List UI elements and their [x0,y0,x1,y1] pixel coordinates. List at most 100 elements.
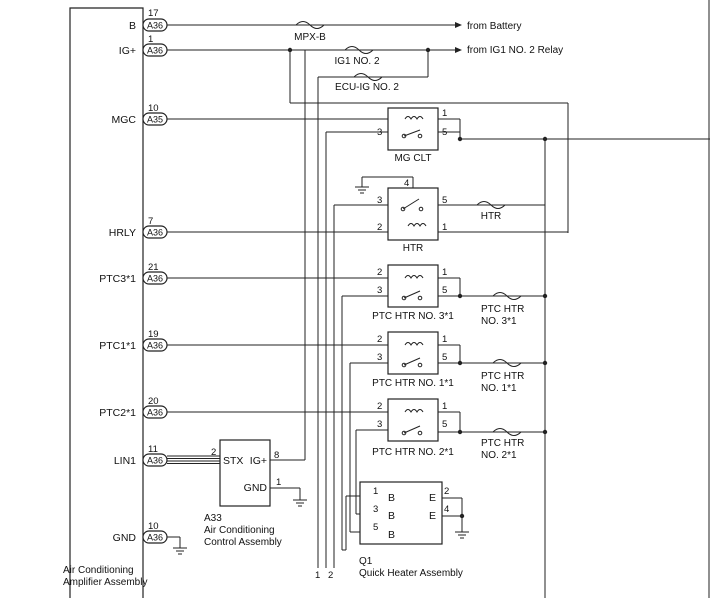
relay-ptc-htr-3: PTC HTR NO. 3*1 2 1 3 5 PTC HTR NO. 3*1 [167,264,548,550]
pin-number-7: 7 [148,216,153,227]
relay-pin: 1 [442,108,447,119]
pin-number-10b: 10 [148,521,159,532]
amp-pin-b: B 17 A36 [129,8,168,32]
pin-number-19: 19 [148,329,159,340]
fuse-label-htr: HTR [481,211,502,222]
a33-pin-stx: 2 [211,447,216,458]
source-ig1: from IG1 NO. 2 Relay [467,45,563,56]
fuse-label-ptc1-no: NO. 1*1 [481,383,517,394]
pin-number-1: 1 [148,34,153,45]
junction-dot [457,360,463,366]
a33-name-line2: Control Assembly [204,537,282,548]
q1-name: Quick Heater Assembly [359,568,463,579]
amp-pin-hrly: HRLY 7 A36 [109,216,168,239]
switch-contact [417,430,423,436]
fuse-icon [353,73,383,81]
relay-label-htr: HTR [403,243,424,254]
amp-pin-ptc2: PTC2*1 20 A36 [99,396,168,419]
a33-name-line1: Air Conditioning [204,525,275,536]
relay-pin: 2 [377,267,382,278]
bottom-wire-label-2: 2 [328,570,333,581]
junction-dot [459,513,465,519]
switch-contact [418,206,424,212]
connector-a36 [142,453,168,467]
relay-label-ptc1: PTC HTR NO. 1*1 [372,378,454,389]
q1-e4-label: E [429,510,436,522]
q1-b5-label: B [388,529,395,541]
q1-pin-b5: 5 [373,522,378,533]
amplifier-outline [69,7,144,598]
pin-signal-ptc3: PTC3*1 [99,273,136,285]
amp-pin-gnd: GND 10 A36 [113,521,168,544]
a33-igp-label: IG+ [250,455,267,467]
ground-icon [293,499,307,507]
pin-signal-ptc2: PTC2*1 [99,407,136,419]
pin-signal-gnd: GND [113,532,137,544]
a33-gnd-label: GND [244,482,268,494]
fuse-icon [344,46,374,54]
amplifier-name-line2: Amplifier Assembly [63,577,147,588]
coil-icon [404,275,424,279]
switch-contact [417,362,423,368]
pin-number-10: 10 [148,103,159,114]
connector-label: A36 [147,46,163,56]
fuse-label-mpxb: MPX-B [294,32,326,43]
fuse-label-ecuig: ECU-IG NO. 2 [335,82,399,93]
switch-contact [417,295,423,301]
relay-pin: 4 [404,178,409,189]
coil-icon [407,223,427,227]
pin-number-11: 11 [148,444,158,455]
relay-label-ptc2: PTC HTR NO. 2*1 [372,447,454,458]
relay-ptc-htr-2: PTC HTR NO. 2*1 2 1 3 5 PTC HTR NO. 2*1 [167,398,548,515]
q1-b3-label: B [388,510,395,522]
fuse-label-ig1no2: IG1 NO. 2 [334,56,379,67]
fuse-label-ptc2-no: NO. 2*1 [481,450,517,461]
arrow-right-icon [455,22,462,28]
q1-id: Q1 [359,556,373,567]
relay-pin: 1 [442,267,447,278]
junction-dot [542,429,548,435]
pin-number-17: 17 [148,8,159,19]
relay-pin: 5 [442,285,447,296]
q1-pin-b1: 1 [373,486,378,497]
junction-dot [457,429,463,435]
ground-icon [355,186,369,194]
connector-label: A36 [147,408,163,418]
bottom-wire-label-1: 1 [315,570,320,581]
a33-pin-gnd: 1 [276,477,281,488]
arrow-right-icon [455,47,462,53]
connector-label: A35 [147,115,163,125]
connector-label: A36 [147,533,163,543]
relay-pin: 1 [442,334,447,345]
pin-number-20: 20 [148,396,159,407]
relay-mg-clt: 1 3 5 MG CLT [167,107,710,568]
q1-pin-e4: 4 [444,504,449,515]
a33-id: A33 [204,513,222,524]
relay-pin: 5 [442,352,447,363]
relay-label-ptc3: PTC HTR NO. 3*1 [372,311,454,322]
relay-pin: 5 [442,419,447,430]
junction-dot [457,293,463,299]
fuse-label-ptc2: PTC HTR [481,438,524,449]
pin-signal-hrly: HRLY [109,227,136,239]
pin-signal-ptc1: PTC1*1 [99,340,136,352]
relay-pin: 2 [377,334,382,345]
coil-icon [404,342,424,346]
q1-b1-label: B [388,492,395,504]
ground-icon [455,531,469,539]
coil-icon [404,409,424,413]
connector-label: A36 [147,228,163,238]
fuse-icon [492,292,522,300]
relay-pin: 3 [377,285,382,296]
relay-pin: 1 [442,401,447,412]
relay-ptc-htr-1: PTC HTR NO. 1*1 2 1 3 5 PTC HTR NO. 1*1 [167,331,548,533]
a33-stx-label: STX [223,455,243,467]
relay-pin: 3 [377,127,382,138]
battery-line: MPX-B from Battery [167,21,521,43]
relay-pin: 2 [377,401,382,412]
relay-pin: 5 [442,195,447,206]
junction-dot [542,360,548,366]
q1-pin-e2: 2 [444,486,449,497]
amplifier-name-line1: Air Conditioning [63,565,134,576]
